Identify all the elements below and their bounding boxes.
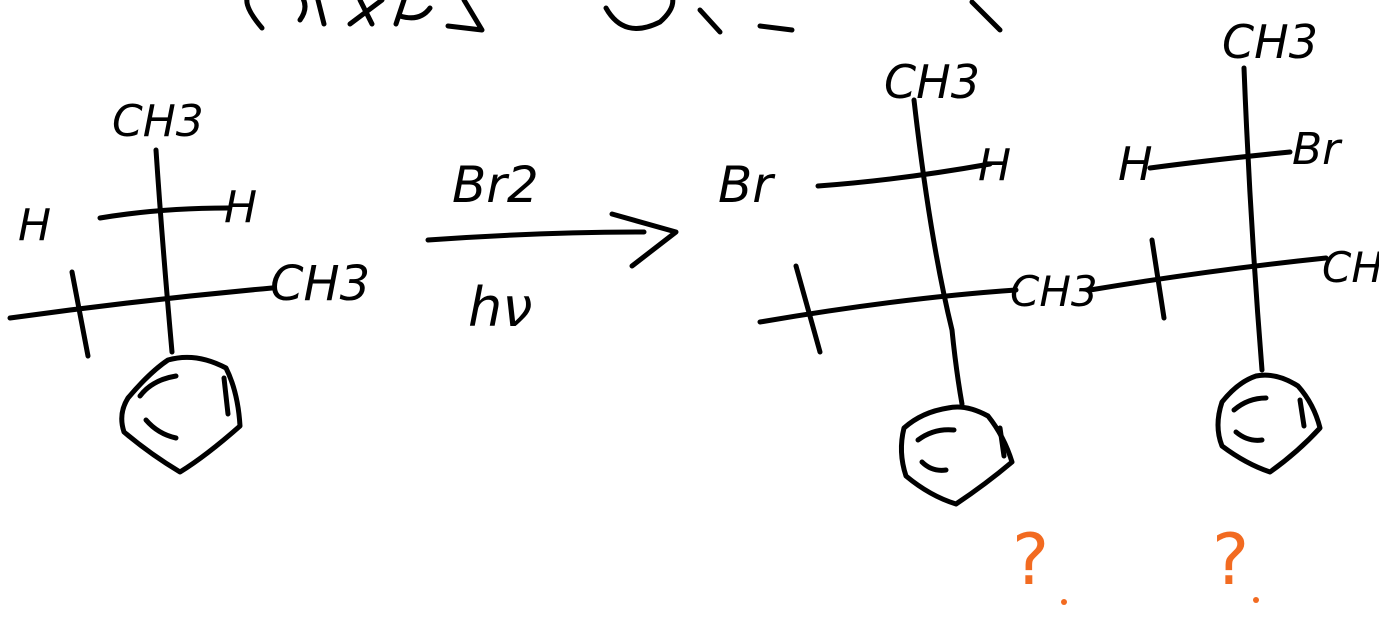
product-a-lower-right-label: CH3 bbox=[1010, 267, 1098, 316]
product-b-benzene-ring bbox=[1215, 372, 1323, 475]
product-b-left-tick bbox=[1149, 237, 1167, 321]
reaction-arrow: Br2 hν bbox=[425, 156, 679, 339]
product-a-benzene-ring bbox=[898, 404, 1015, 507]
arrow-shaft bbox=[425, 229, 647, 243]
product-b-upper-horizontal-bond bbox=[1147, 149, 1293, 171]
reactant-top-label: CH3 bbox=[112, 96, 204, 147]
product-a-left-label: Br bbox=[718, 156, 776, 214]
product-b-top-label: CH3 bbox=[1222, 15, 1318, 69]
reagent-label: Br2 bbox=[452, 156, 539, 214]
product-a-upper-horizontal-bond bbox=[815, 161, 993, 189]
product-b-question-mark: ? bbox=[1212, 519, 1249, 601]
product-a-lower-horizontal-bond bbox=[757, 287, 1019, 325]
product-a-vertical-bond bbox=[911, 97, 965, 407]
product-a-fischer: CH3 Br H CH3 ? bbox=[718, 55, 1098, 605]
product-a-top-label: CH3 bbox=[884, 55, 980, 109]
arrow-head bbox=[609, 211, 679, 269]
reactant-left-label: H bbox=[18, 200, 51, 251]
product-b-lower-horizontal-bond bbox=[1087, 255, 1329, 293]
reactant-lower-horizontal-bond bbox=[7, 285, 275, 321]
reactant-vertical-bond bbox=[153, 147, 175, 355]
product-b-question-dot bbox=[1253, 597, 1259, 603]
reactant-fischer: CH3 H H CH3 bbox=[7, 96, 370, 475]
reactant-left-tick bbox=[69, 269, 91, 359]
product-b-lower-right-label: CH3 bbox=[1322, 243, 1379, 292]
product-b-vertical-bond bbox=[1241, 65, 1265, 373]
reactant-lower-right-label: CH3 bbox=[270, 256, 370, 312]
product-b-right-label: Br bbox=[1292, 124, 1343, 175]
product-b-left-label: H bbox=[1118, 137, 1153, 191]
header-scribble bbox=[244, 0, 1003, 35]
reactant-benzene-ring bbox=[119, 354, 243, 475]
condition-label: hν bbox=[468, 276, 532, 339]
product-a-question-mark: ? bbox=[1012, 519, 1049, 601]
reactant-upper-horizontal-bond bbox=[97, 205, 231, 221]
product-b-fischer: CH3 H Br CH3 ? bbox=[1087, 15, 1379, 603]
product-a-question-dot bbox=[1061, 599, 1067, 605]
product-a-left-tick bbox=[793, 263, 823, 355]
